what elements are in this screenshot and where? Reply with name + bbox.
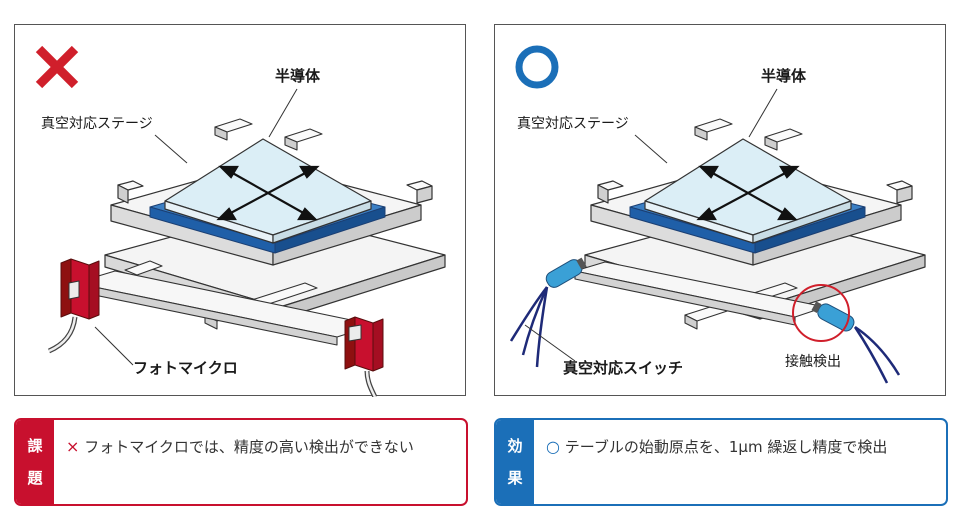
effect-tag-char-2: 果	[507, 469, 523, 487]
effect-text-row: ○ テーブルの始動原点を、1μm 繰返し精度で検出	[546, 436, 887, 457]
effect-text: テーブルの始動原点を、1μm 繰返し精度で検出	[564, 438, 888, 456]
effect-tag: 効 果	[496, 420, 534, 504]
vacuum-stage-label: 真空対応ステージ	[517, 116, 629, 132]
movement-arrows-icon	[696, 165, 800, 221]
contact-highlight-circle	[792, 284, 850, 342]
leader-lines	[94, 88, 298, 366]
issue-tag-char-2: 題	[27, 469, 43, 487]
left-diagram-panel: 半導体 真空対応ステージ フォトマイクロ	[14, 24, 466, 397]
movement-arrows-icon	[216, 165, 320, 221]
photomicro-sensor-left	[60, 258, 100, 320]
semiconductor-wafer	[644, 138, 852, 244]
issue-tag: 課 題	[16, 420, 54, 504]
leader-lines	[524, 88, 778, 362]
effect-box: 効 果 ○ テーブルの始動原点を、1μm 繰返し精度で検出	[494, 418, 948, 506]
vacuum-switch-stage-diagram	[509, 45, 926, 384]
right-diagram-panel: 半導体 真空対応ステージ 真空対応スイッチ 接触検出	[494, 24, 946, 396]
vacuum-switch-left	[509, 257, 587, 368]
effect-tag-char-1: 効	[507, 437, 523, 455]
vacuum-switch-label: 真空対応スイッチ	[563, 359, 684, 377]
cross-icon: ×	[66, 437, 80, 456]
photomicro-label: フォトマイクロ	[133, 359, 238, 377]
photomicro-stage-diagram	[35, 45, 446, 397]
vacuum-switch-right	[811, 301, 901, 384]
circle-mark-icon	[515, 45, 559, 89]
semiconductor-label: 半導体	[761, 67, 807, 85]
issue-text: フォトマイクロでは、精度の高い検出ができない	[84, 438, 414, 456]
issue-box: 課 題 × フォトマイクロでは、精度の高い検出ができない	[14, 418, 468, 506]
contact-detection-label: 接触検出	[785, 354, 841, 370]
semiconductor-label: 半導体	[275, 67, 321, 85]
semiconductor-wafer	[164, 138, 372, 244]
cross-mark-icon	[35, 45, 79, 89]
photomicro-sensor-right	[344, 316, 384, 372]
issue-tag-char-1: 課	[27, 437, 43, 455]
vacuum-stage-label: 真空対応ステージ	[41, 116, 153, 132]
sensor-cable-left	[47, 316, 78, 354]
circle-icon: ○	[546, 437, 560, 456]
issue-text-row: × フォトマイクロでは、精度の高い検出ができない	[66, 436, 414, 457]
